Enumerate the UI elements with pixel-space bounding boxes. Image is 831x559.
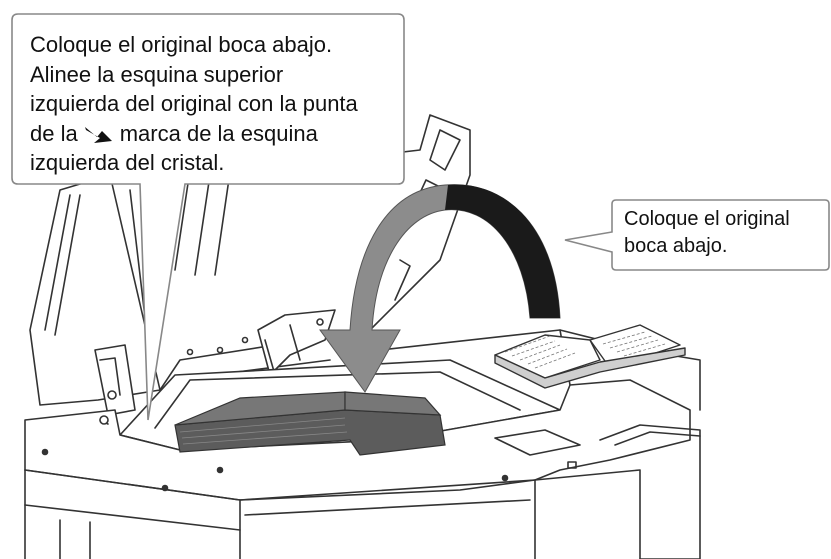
callout-main-line-1: Coloque el original boca abajo.: [30, 32, 333, 57]
corner-arrow-icon: [84, 126, 112, 143]
callout-main-line-2: Alinee la esquina superior: [30, 61, 284, 87]
callout-main-line-4: de la marca de la esquina: [30, 119, 400, 149]
original-on-glass: [174, 391, 446, 456]
open-book: [494, 324, 686, 389]
cover-hinge-left: [94, 344, 136, 416]
callout-main-line-4-pre: de la: [30, 120, 78, 146]
callout-side-line-2: boca abajo.: [624, 235, 728, 257]
callout-main-bubble: [11, 13, 405, 421]
callout-side-bubble: [564, 199, 830, 271]
callout-main-line-4-post: marca de la esquina: [119, 120, 318, 146]
cover-hinge-right: [257, 309, 336, 376]
callout-side-text: Coloque el original boca abajo.: [624, 206, 824, 260]
copier-body: [24, 329, 701, 559]
flip-arrow: [319, 184, 561, 393]
callout-main-text: Coloque el original boca abajo. Alinee l…: [30, 30, 400, 178]
callout-side-line-1: Coloque el original: [624, 208, 790, 230]
callout-main-line-5: izquierda del cristal.: [30, 150, 225, 175]
callout-main-line-3: izquierda del original con la punta: [30, 91, 358, 116]
